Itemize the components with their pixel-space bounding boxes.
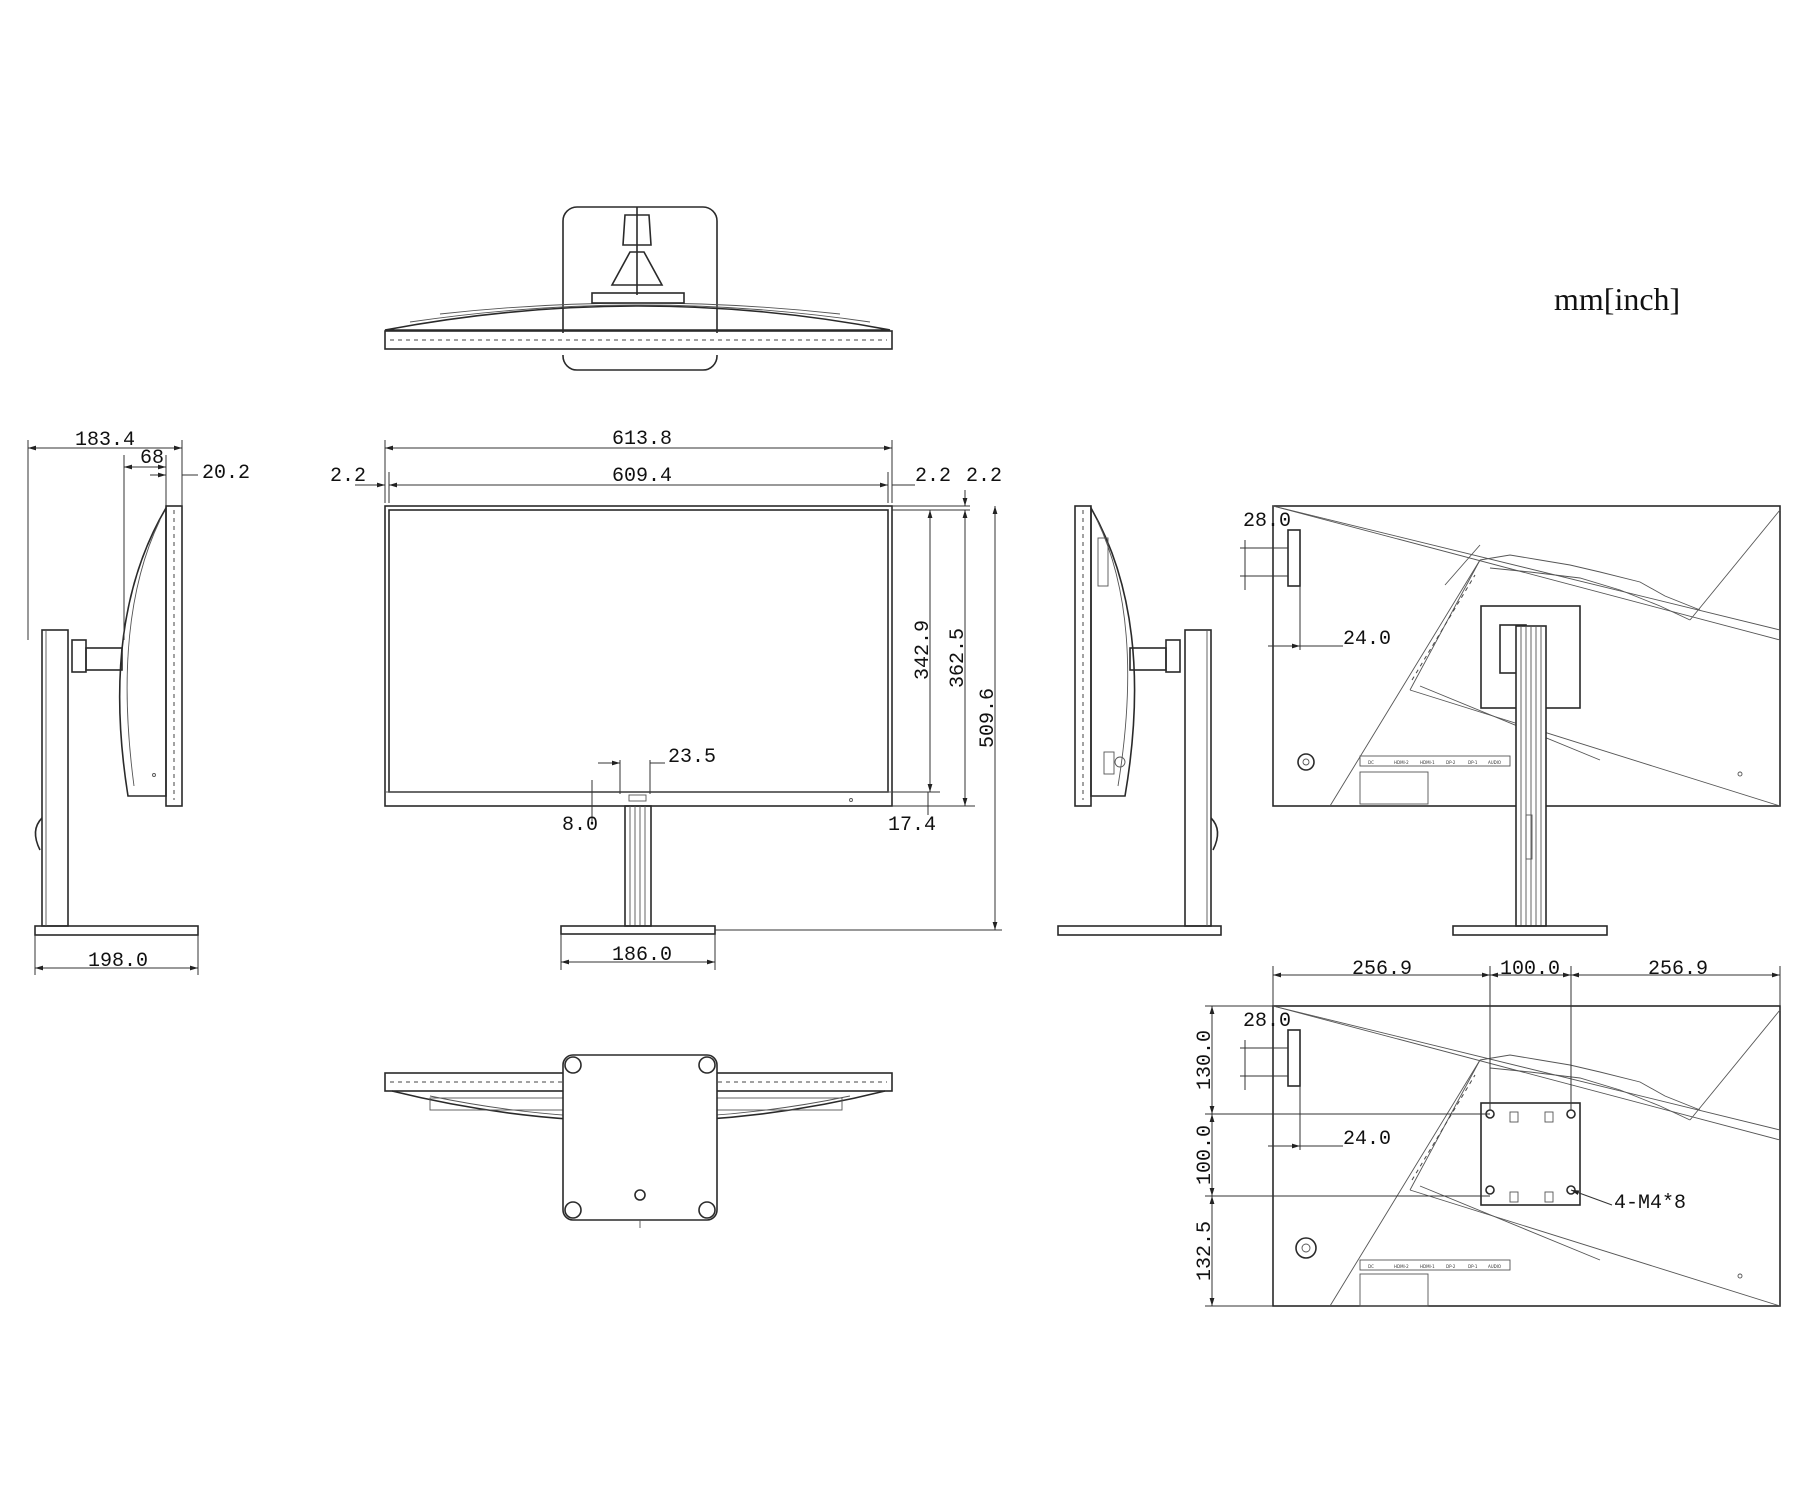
dim-panel-height: 362.5 <box>947 628 970 688</box>
dim-port-offset-bottom: 24.0 <box>1343 1128 1391 1151</box>
dim-right-bezel: 2.2 <box>915 465 951 488</box>
dim-base-depth: 198.0 <box>88 950 148 973</box>
dim-vesa-width: 100.0 <box>1500 958 1560 981</box>
screw-spec-label: 4-M4*8 <box>1614 1192 1686 1215</box>
side-view-left-dimensions: 183.4 68 20.2 198.0 <box>27 429 250 975</box>
dim-left-margin: 256.9 <box>1352 958 1412 981</box>
dim-neck-offset: 68 <box>140 447 164 470</box>
dim-port-offset: 24.0 <box>1343 628 1391 651</box>
port-label: AUDIO <box>1488 760 1501 765</box>
dim-bottom-bezel: 17.4 <box>888 814 936 837</box>
dim-panel-depth: 20.2 <box>202 462 250 485</box>
dim-depth-total: 183.4 <box>75 429 135 452</box>
side-view-right <box>1057 504 1222 936</box>
rear-view-top-dimensions: 28.0 24.0 <box>1240 510 1391 651</box>
port-label: DP-1 <box>1468 760 1478 765</box>
dim-top-margin: 130.0 <box>1194 1030 1217 1090</box>
port-label: DC <box>1368 760 1374 765</box>
port-label: HDMI-1 <box>1420 1264 1435 1269</box>
side-view-left <box>34 505 199 936</box>
port-label: AUDIO <box>1488 1264 1501 1269</box>
dim-port-height: 28.0 <box>1243 510 1291 533</box>
dim-overall-width: 613.8 <box>612 428 672 451</box>
port-label: DP-2 <box>1446 1264 1456 1269</box>
dim-total-height: 509.6 <box>977 688 1000 748</box>
dim-panel-width: 609.4 <box>612 465 672 488</box>
rear-view-bottom: DC HDMI-2 HDMI-1 DP-2 DP-1 AUDIO <box>1272 1005 1781 1307</box>
port-label: DP-2 <box>1446 760 1456 765</box>
front-view-dimensions: 613.8 609.4 2.2 2.2 2.2 342.9 362.5 509.… <box>330 428 1002 970</box>
dim-vesa-height: 100.0 <box>1194 1125 1217 1185</box>
top-view <box>380 206 900 371</box>
rear-view-bottom-dimensions: 256.9 100.0 256.9 130.0 100.0 132.5 28.0… <box>1194 958 1781 1307</box>
port-label: HDMI-2 <box>1394 1264 1409 1269</box>
front-view <box>384 505 893 935</box>
dim-screen-height: 342.9 <box>912 620 935 680</box>
dim-base-width: 186.0 <box>612 944 672 967</box>
dim-logo-width: 23.5 <box>668 746 716 769</box>
dim-logo-offset: 8.0 <box>562 814 598 837</box>
dim-top-bezel: 2.2 <box>966 465 1002 488</box>
unit-label: mm[inch] <box>1554 281 1680 317</box>
port-labels-top: DC HDMI-2 HDMI-1 DP-2 DP-1 AUDIO <box>1368 760 1501 765</box>
dim-left-bezel: 2.2 <box>330 465 366 488</box>
port-label: DC <box>1368 1264 1374 1269</box>
port-label: HDMI-2 <box>1394 760 1409 765</box>
port-label: HDMI-1 <box>1420 760 1435 765</box>
port-label: DP-1 <box>1468 1264 1478 1269</box>
rear-view-top: DC HDMI-2 HDMI-1 DP-2 DP-1 AUDIO <box>1272 505 1781 936</box>
dim-right-margin: 256.9 <box>1648 958 1708 981</box>
bottom-view <box>384 1054 893 1228</box>
dim-port-height-bottom: 28.0 <box>1243 1010 1291 1033</box>
port-labels-bottom: DC HDMI-2 HDMI-1 DP-2 DP-1 AUDIO <box>1368 1264 1501 1269</box>
dim-bottom-margin: 132.5 <box>1194 1221 1217 1281</box>
